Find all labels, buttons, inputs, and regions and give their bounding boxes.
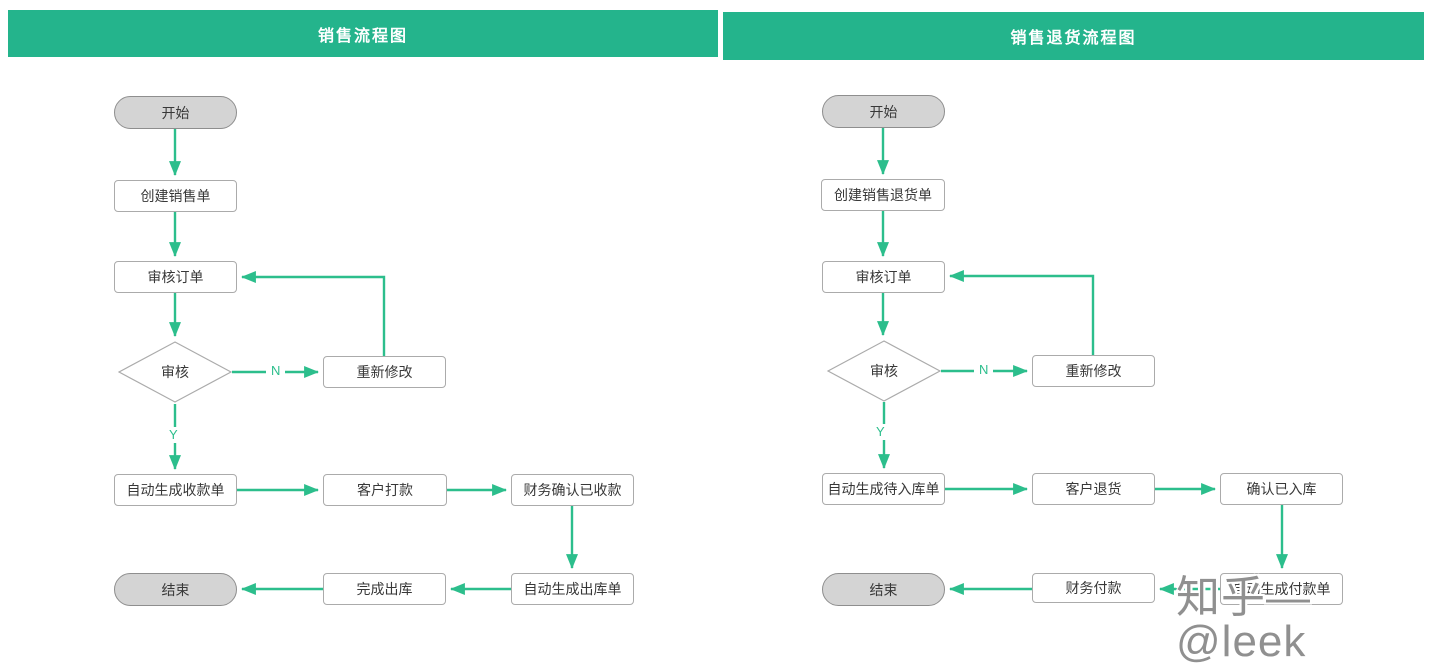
- zhihu-watermark: 知乎—@leek: [1176, 573, 1311, 665]
- right-chart-title-bar: 销售退货流程图: [723, 12, 1424, 60]
- left-node-end: 结束: [114, 573, 237, 606]
- right-node-review-decision: 审核: [827, 340, 941, 402]
- left-node-create-order: 创建销售单: [114, 180, 237, 212]
- left-node-review-decision-label: 审核: [161, 364, 189, 380]
- left-node-auto-outbound: 自动生成出库单: [511, 573, 634, 605]
- arrow-right-revise-back-to-review: [949, 270, 1095, 355]
- right-node-end: 结束: [822, 573, 945, 606]
- left-branch-label-yes: Y: [164, 427, 183, 443]
- right-node-auto-pending-inbound: 自动生成待入库单: [822, 473, 945, 505]
- diamond-shape: [118, 341, 232, 403]
- left-node-start: 开始: [114, 96, 237, 129]
- right-branch-label-yes: Y: [871, 424, 890, 440]
- diamond-shape: [827, 340, 941, 402]
- left-branch-label-no: N: [266, 363, 286, 379]
- right-chart-edges: [877, 128, 1288, 595]
- right-node-create-return-order: 创建销售退货单: [821, 179, 945, 211]
- right-node-revise: 重新修改: [1032, 355, 1155, 387]
- right-branch-label-no: N: [974, 362, 994, 378]
- left-node-auto-receipt: 自动生成收款单: [114, 474, 237, 506]
- right-node-finance-payment: 财务付款: [1032, 573, 1155, 603]
- left-chart-title: 销售流程图: [317, 27, 408, 45]
- right-node-customer-return: 客户退货: [1032, 473, 1155, 505]
- right-node-review-decision-label: 审核: [870, 363, 898, 379]
- right-chart-title: 销售退货流程图: [1010, 30, 1137, 47]
- left-node-complete-outbound: 完成出库: [323, 573, 446, 605]
- left-node-customer-payment: 客户打款: [323, 474, 447, 506]
- right-node-review-order: 审核订单: [822, 261, 945, 293]
- left-node-finance-confirm: 财务确认已收款: [511, 474, 634, 506]
- left-node-review-decision: 审核: [118, 341, 232, 403]
- left-node-revise: 重新修改: [323, 356, 446, 388]
- left-chart-title-bar: 销售流程图: [8, 10, 718, 57]
- right-node-auto-payment: 自动生成付款单: [1220, 573, 1343, 605]
- right-node-start: 开始: [822, 95, 945, 128]
- arrow-left-revise-back-to-review: [241, 271, 386, 356]
- right-node-confirm-inbound: 确认已入库: [1220, 473, 1343, 505]
- left-node-review-order: 审核订单: [114, 261, 237, 293]
